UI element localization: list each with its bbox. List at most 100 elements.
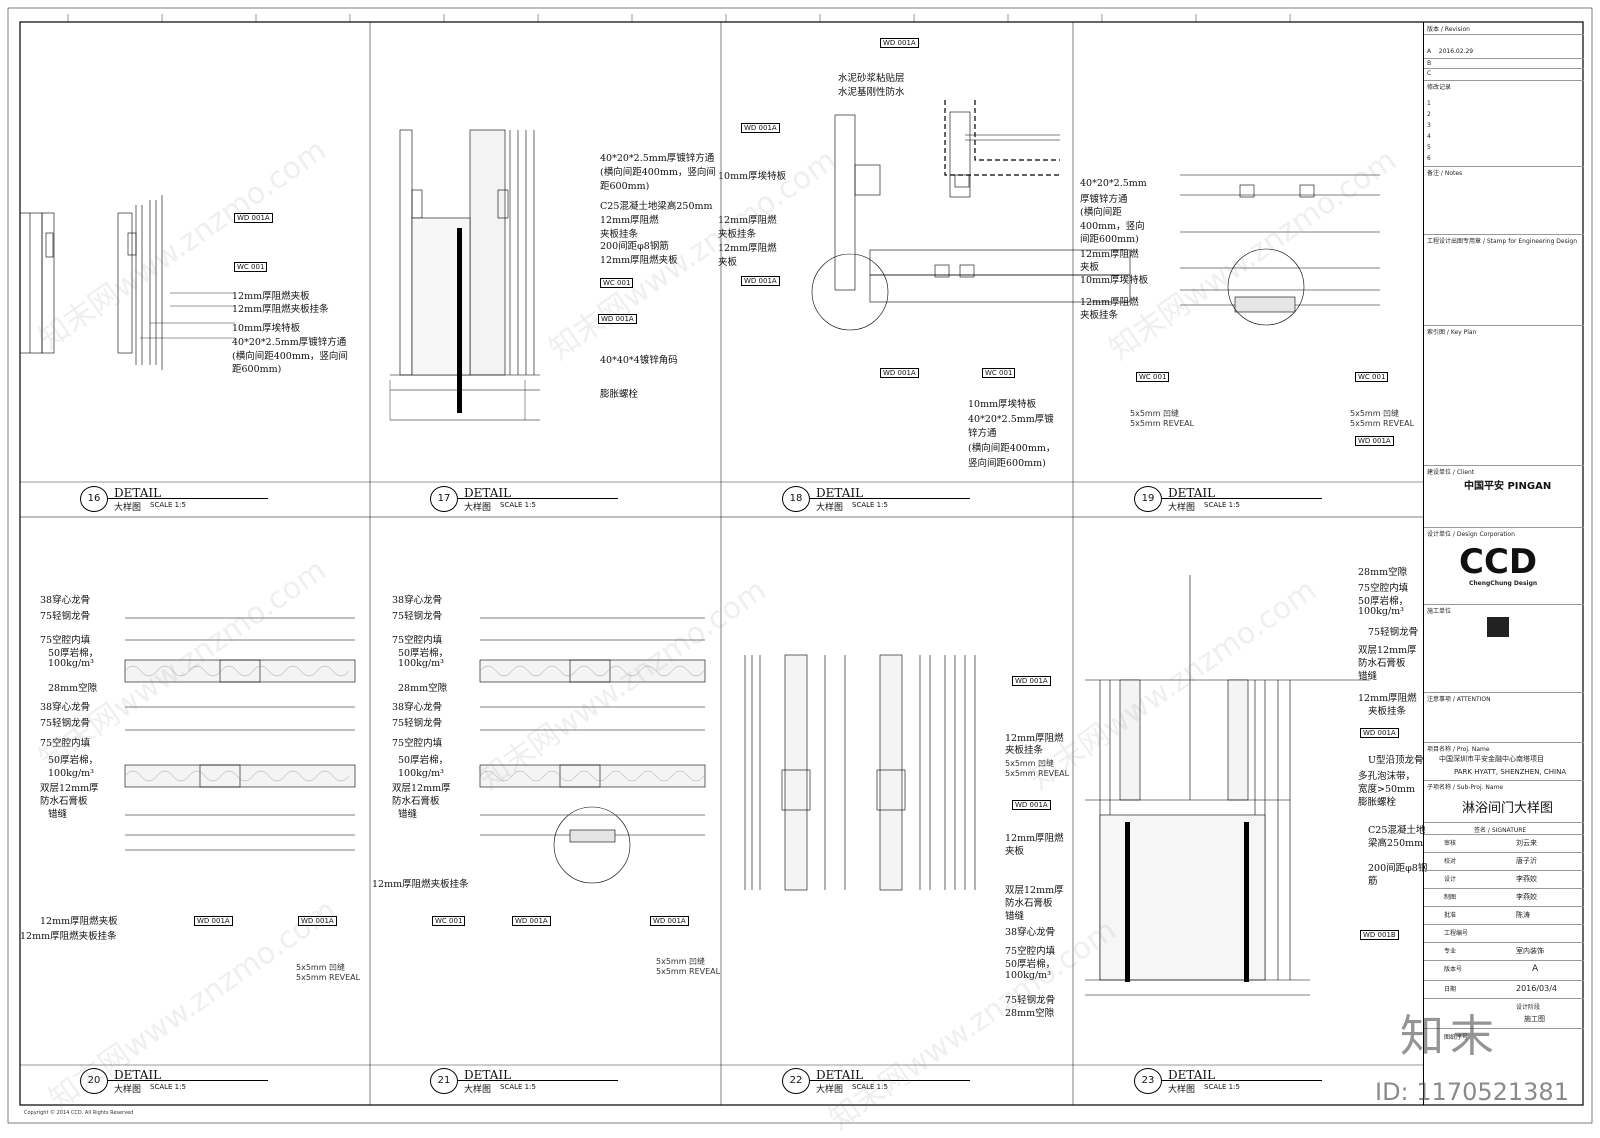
detail-scale: SCALE 1:5 xyxy=(150,1083,186,1091)
date: 2016/03/4 xyxy=(1516,984,1558,993)
detail-19 xyxy=(1180,174,1380,326)
note-text: 28mm空隙 xyxy=(1005,1008,1055,1019)
logo-mark: 知末 xyxy=(1400,1011,1500,1062)
detail-scale: SCALE 1:5 xyxy=(1204,1083,1240,1091)
note-text: 夹板 xyxy=(718,257,738,268)
rev-b: B xyxy=(1427,60,1432,67)
tag-wd001a: WD 001A xyxy=(1012,676,1051,686)
signer-role: 校对 xyxy=(1444,858,1457,865)
detail-scale: SCALE 1:5 xyxy=(1204,501,1240,509)
detail-title-16: 16 DETAIL 大样图 SCALE 1:5 xyxy=(80,486,280,513)
mod-row: 6 xyxy=(1427,155,1431,162)
note-text: 多孔泡沫带， xyxy=(1358,771,1416,782)
note-text: 12mm厚阻燃 xyxy=(718,215,777,226)
detail-number: 21 xyxy=(430,1068,458,1094)
note-text: 40*20*2.5mm厚镀锌方通 xyxy=(232,337,347,348)
discipline-label: 专业 xyxy=(1444,948,1457,955)
note-text: 夹板挂条 xyxy=(718,229,757,240)
ccd-logo: CCD xyxy=(1459,542,1538,582)
signer-role: 审核 xyxy=(1444,840,1457,847)
version: A xyxy=(1532,964,1539,974)
note-text: 100kg/m³ xyxy=(398,658,444,669)
note-text: 竖向间距600mm) xyxy=(968,458,1046,469)
ccd-sub: ChengChung Design xyxy=(1469,580,1538,587)
tag-wd001a: WD 001A xyxy=(298,916,337,926)
phase-label: 设计阶段 xyxy=(1516,1004,1541,1011)
note-text: 厚镀锌方通 xyxy=(1080,194,1128,205)
note-text: 12mm厚阻燃 xyxy=(1005,733,1064,744)
note-text: 防水石膏板 xyxy=(1005,898,1053,909)
note-text: 12mm厚阻燃 xyxy=(600,215,659,226)
note-text: 75轻钢龙骨 xyxy=(392,611,443,622)
note-text: 水泥基刚性防水 xyxy=(838,87,905,98)
mod-row: 4 xyxy=(1427,133,1431,140)
rev-a: A 2016.02.29 xyxy=(1427,48,1474,55)
detail-title: DETAIL xyxy=(114,1068,162,1082)
note-text: 12mm厚阻燃夹板挂条 xyxy=(372,879,469,890)
note-text: 100kg/m³ xyxy=(398,768,444,779)
detail-title: DETAIL xyxy=(464,1068,512,1082)
note-text: 双层12mm厚 xyxy=(392,783,451,794)
note-text: 双层12mm厚 xyxy=(40,783,99,794)
note-text: 75空腔内填 xyxy=(40,635,91,646)
signer-name: 李燕姣 xyxy=(1516,875,1537,883)
revision-label: 版本 / Revision xyxy=(1427,26,1470,33)
detail-number: 22 xyxy=(782,1068,810,1094)
proj-en: PARK HYATT, SHENZHEN, CHINA xyxy=(1454,768,1567,776)
detail-cn: 大样图 xyxy=(1168,503,1196,513)
tag-wc001: WC 001 xyxy=(982,368,1016,378)
note-text: 夹板挂条 xyxy=(1080,310,1119,321)
note-text: 防水石膏板 xyxy=(392,796,440,807)
detail-title: DETAIL xyxy=(114,486,162,500)
note-text: 10mm厚埃特板 xyxy=(718,171,787,182)
note-text: 夹板 xyxy=(1005,846,1025,857)
note-text: 28mm空隙 xyxy=(48,683,98,694)
note-text: 75轻钢龙骨 xyxy=(40,611,91,622)
detail-cn: 大样图 xyxy=(816,503,844,513)
notes-label: 备注 / Notes xyxy=(1427,170,1463,177)
note-text: 距600mm) xyxy=(232,364,282,375)
detail-title-18: 18 DETAIL 大样图 SCALE 1:5 xyxy=(782,486,982,513)
attention-label: 注意事项 / ATTENTION xyxy=(1427,696,1491,703)
note-text: 75轻钢龙骨 xyxy=(1005,995,1056,1006)
detail-number: 19 xyxy=(1134,486,1162,512)
tag-wd001a: WD 001A xyxy=(880,38,919,48)
note-text: 38穿心龙骨 xyxy=(392,702,443,713)
note-text: (横向间距400mm，竖向间 xyxy=(600,167,716,178)
tag-wd001a: WD 001A xyxy=(1355,436,1394,446)
note-text: 防水石膏板 xyxy=(1358,658,1406,669)
note-text: 38穿心龙骨 xyxy=(392,595,443,606)
note-text: 50厚岩棉， xyxy=(398,755,449,766)
note-text: 38穿心龙骨 xyxy=(40,702,91,713)
note-text: 10mm厚埃特板 xyxy=(968,399,1037,410)
tag-wc001: WC 001 xyxy=(234,262,268,272)
tag-wd001a: WD 001A xyxy=(741,276,780,286)
note-text: 75轻钢龙骨 xyxy=(40,718,91,729)
note-text: (横向间距400mm， xyxy=(968,443,1056,454)
signer-role: 设计 xyxy=(1444,876,1457,883)
note-text: 双层12mm厚 xyxy=(1358,645,1417,656)
note-text: 75轻钢龙骨 xyxy=(392,718,443,729)
design-label: 设计单位 / Design Corporation xyxy=(1427,531,1515,538)
note-text: 10mm厚埃特板 xyxy=(1080,275,1149,286)
note-text: 200间距φ8钢筋 xyxy=(600,241,669,252)
detail-title: DETAIL xyxy=(816,1068,864,1082)
client-label: 建设单位 / Client xyxy=(1427,469,1475,476)
title-block: 版本 / Revision A 2016.02.29 B C 修改记录 1 2 … xyxy=(1423,22,1584,1105)
mod-row: 5 xyxy=(1427,144,1431,151)
signer-name: 陈涛 xyxy=(1516,911,1530,919)
tag-wd001a: WD 001A xyxy=(234,213,273,223)
detail-scale: SCALE 1:5 xyxy=(852,501,888,509)
note-text: 双层12mm厚 xyxy=(1005,885,1064,896)
detail-title: DETAIL xyxy=(464,486,512,500)
detail-cn: 大样图 xyxy=(1168,1085,1196,1095)
detail-title-21: 21 DETAIL 大样图 SCALE 1:5 xyxy=(430,1068,630,1095)
detail-scale: SCALE 1:5 xyxy=(500,1083,536,1091)
stamp-label: 工程设计出图专用章 / Stamp for Engineering Design xyxy=(1427,238,1578,245)
